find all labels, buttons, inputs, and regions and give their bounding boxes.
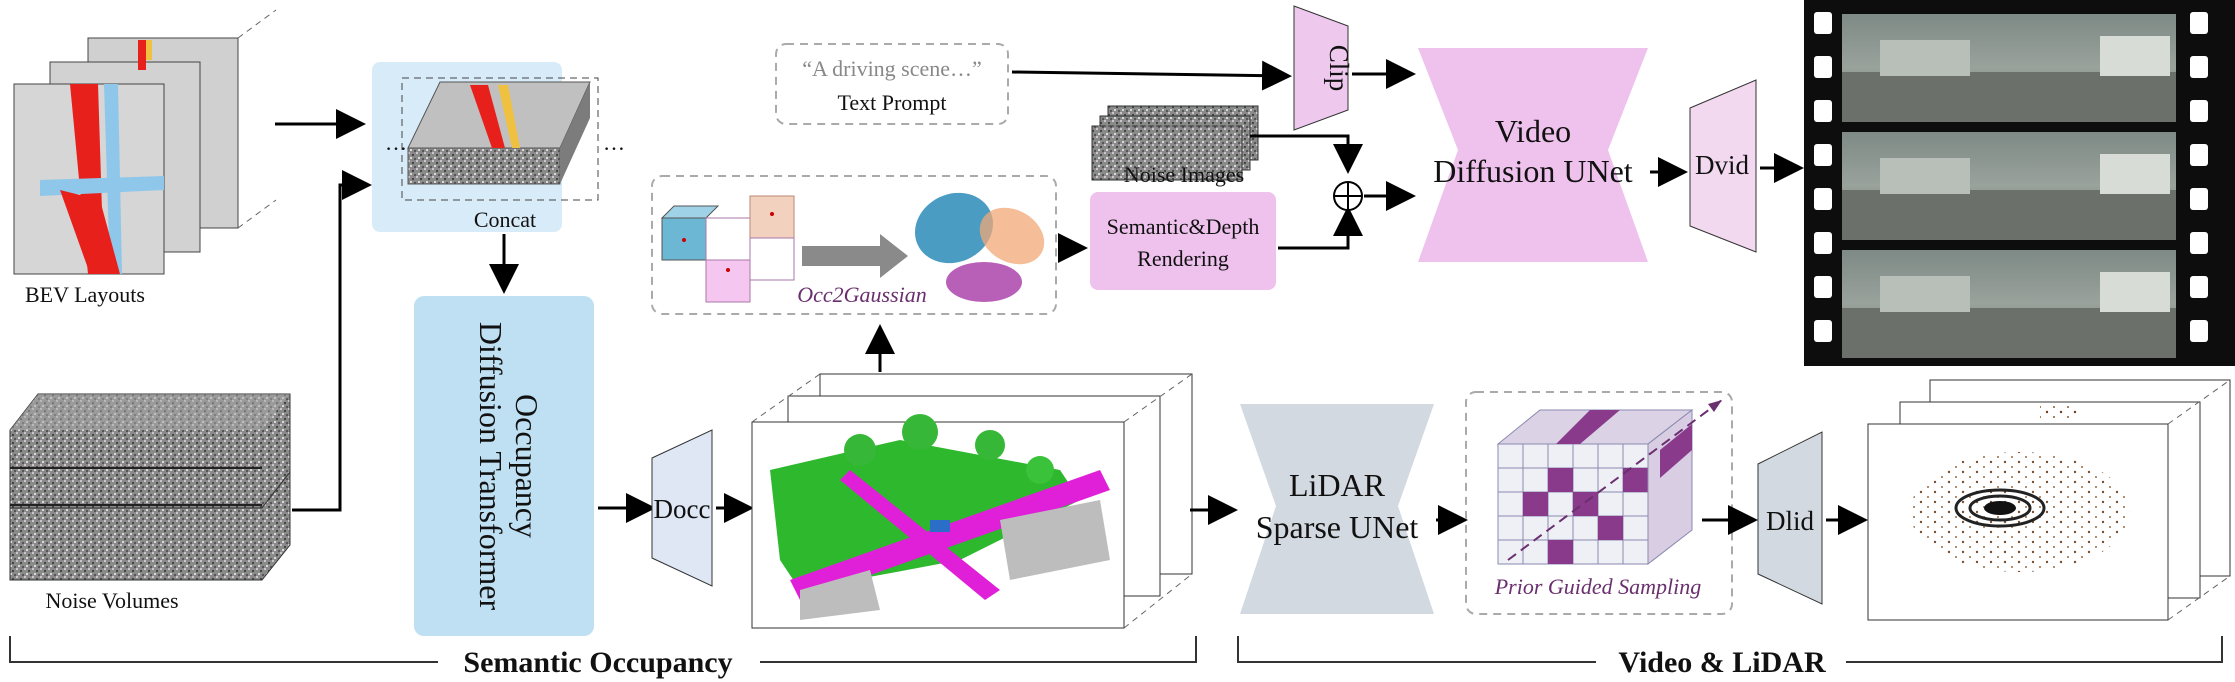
video-decoder [1689,79,1757,253]
lidar-unet-label-line2: Sparse UNet [1256,509,1419,545]
lidar-unet-label-line1: LiDAR [1289,467,1386,503]
video-unet-label-line2: Diffusion UNet [1433,153,1633,189]
occupancy-dit-label-line1: Occupancy [509,394,545,538]
semantic-depth-label-line1: Semantic&Depth [1107,214,1260,239]
occupancy-frame-stack [751,373,1193,629]
video-lidar-brace [1237,636,2223,663]
noise-volume-stack [9,393,291,581]
prior-guided-sampling-label: Prior Guided Sampling [1494,574,1702,599]
lidar-decoder [1757,431,1823,605]
concat-box [372,62,599,232]
semantic-depth-label-line2: Rendering [1137,246,1229,271]
occupancy-decoder [651,429,713,587]
bev-layouts-label: BEV Layouts [25,282,145,307]
noise-images-label: Noise Images [1124,162,1244,187]
video-unet-label-line1: Video [1495,113,1571,149]
lidar-sparse-unet [1240,404,1434,614]
occ2gaussian-label: Occ2Gaussian [797,282,927,307]
video-decoder-label: Dvid [1695,150,1750,180]
lidar-frame-stack [1867,379,2231,621]
lidar-decoder-label: Dlid [1766,506,1815,536]
semantic-occupancy-section-label: Semantic Occupancy [463,646,732,679]
bev-layout-stack [13,9,277,275]
concat-label: Concat [474,207,536,232]
occupancy-dit-block [414,296,594,636]
video-filmstrip [1804,0,2235,366]
occ2gaussian-box [651,175,1057,315]
video-lidar-section-label: Video & LiDAR [1618,646,1826,679]
noise-volumes-label: Noise Volumes [45,588,178,613]
text-prompt-box [775,43,1009,125]
text-prompt-quote: “A driving scene…” [802,56,982,81]
concat-ellipsis-right: … [603,130,625,155]
prior-guided-sampling-box [1465,391,1733,615]
concat-ellipsis-left: … [385,130,407,155]
clip-label: Clip [1324,45,1354,92]
clip-encoder [1293,5,1349,131]
occupancy-decoder-label: Docc [654,494,711,524]
semantic-occupancy-brace [9,636,1197,663]
occupancy-dit-label-line2: Diffusion Transformer [473,322,509,611]
noise-image-stack [1091,105,1259,181]
text-prompt-label: Text Prompt [837,90,946,115]
semantic-depth-rendering-box [1090,192,1276,290]
add-operator [1333,181,1363,211]
video-diffusion-unet [1418,48,1648,262]
